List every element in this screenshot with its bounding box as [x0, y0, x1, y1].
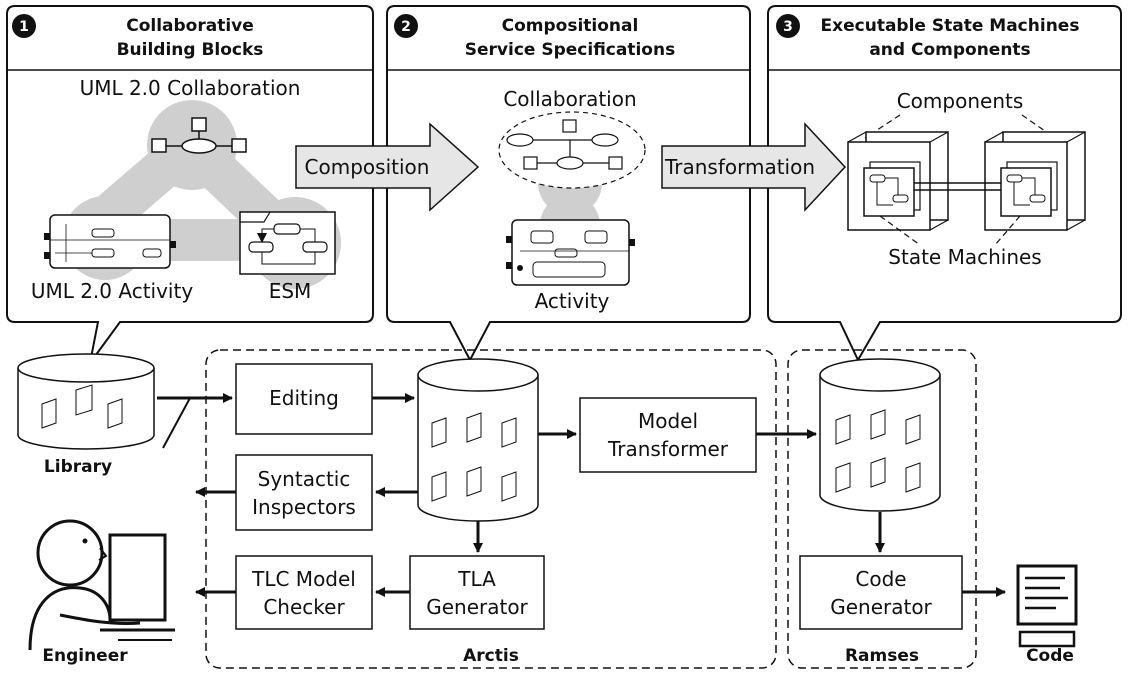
editing-box: Editing	[235, 363, 373, 435]
ramses-label: Ramses	[845, 646, 919, 666]
panel-1-title-line1: Collaborative	[126, 16, 254, 36]
component-right	[984, 131, 1086, 231]
uml-activity-icon	[44, 214, 176, 269]
component-left	[847, 131, 949, 231]
ramses-repository-icon	[819, 358, 941, 512]
model-transformer-label-2: Transformer	[607, 437, 729, 461]
code-generator-label-1: Code	[855, 567, 906, 591]
arctis-label: Arctis	[463, 646, 519, 666]
code-generator-box: Code Generator	[799, 555, 963, 630]
state-machines-label: State Machines	[888, 245, 1041, 269]
syntactic-label-2: Inspectors	[252, 495, 356, 519]
activity-diagram	[506, 219, 635, 286]
composition-arrow: Composition	[295, 122, 480, 212]
panel-1-title-line2: Building Blocks	[117, 40, 264, 60]
component-connector	[914, 182, 1001, 191]
model-transformer-box: Model Transformer	[579, 397, 757, 473]
panel-number-2-text: 2	[401, 19, 411, 35]
esm-label: ESM	[269, 279, 312, 303]
uml-collaboration-label: UML 2.0 Collaboration	[80, 76, 301, 100]
collaboration-label: Collaboration	[503, 87, 636, 111]
components-label: Components	[897, 89, 1024, 113]
panel-2-title-line1: Compositional	[502, 16, 639, 36]
panel-2-title-line2: Service Specifications	[465, 40, 675, 60]
panel-number-1	[12, 14, 36, 38]
editing-label: Editing	[269, 386, 339, 410]
tla-label-1: TLA	[457, 567, 496, 591]
tlc-label-1: TLC Model	[251, 567, 356, 591]
tla-label-2: Generator	[426, 595, 528, 619]
transformation-arrow: Transformation	[661, 122, 847, 212]
arctis-boundary	[205, 349, 777, 669]
panel-number-3	[776, 14, 800, 38]
ramses-boundary	[787, 349, 977, 669]
code-document-icon	[1016, 564, 1078, 648]
composition-label: Composition	[305, 155, 430, 179]
model-transformer-label-1: Model	[638, 409, 698, 433]
activity-label: Activity	[535, 289, 610, 313]
state-machines-pointer-left	[879, 215, 921, 246]
tla-generator-box: TLA Generator	[409, 555, 545, 630]
syntactic-inspectors-box: Syntactic Inspectors	[235, 454, 373, 531]
code-label: Code	[1026, 646, 1074, 666]
panel-3-title-line2: and Components	[869, 40, 1030, 60]
uml-collaboration-icon	[151, 117, 247, 154]
code-generator-label-2: Generator	[830, 595, 932, 619]
library-database-icon	[17, 353, 155, 450]
panel-3-title-line1: Executable State Machines	[821, 16, 1080, 36]
engineer-icon	[28, 519, 175, 651]
syntactic-label-1: Syntactic	[258, 467, 351, 491]
tlc-label-2: Checker	[263, 595, 345, 619]
esm-icon	[239, 211, 336, 275]
library-label: Library	[44, 457, 112, 477]
engineer-label: Engineer	[42, 646, 128, 666]
panel-number-1-text: 1	[19, 19, 29, 35]
panel-number-3-text: 3	[783, 19, 793, 35]
transformation-label: Transformation	[664, 155, 815, 179]
collaboration-diagram	[498, 111, 646, 189]
panel-number-2	[394, 14, 418, 38]
uml-activity-label: UML 2.0 Activity	[31, 279, 194, 303]
tlc-model-checker-box: TLC Model Checker	[235, 555, 373, 630]
library-link-tick	[162, 397, 191, 449]
arctis-repository-icon	[417, 358, 539, 522]
state-machines-pointer-right	[994, 215, 1021, 246]
